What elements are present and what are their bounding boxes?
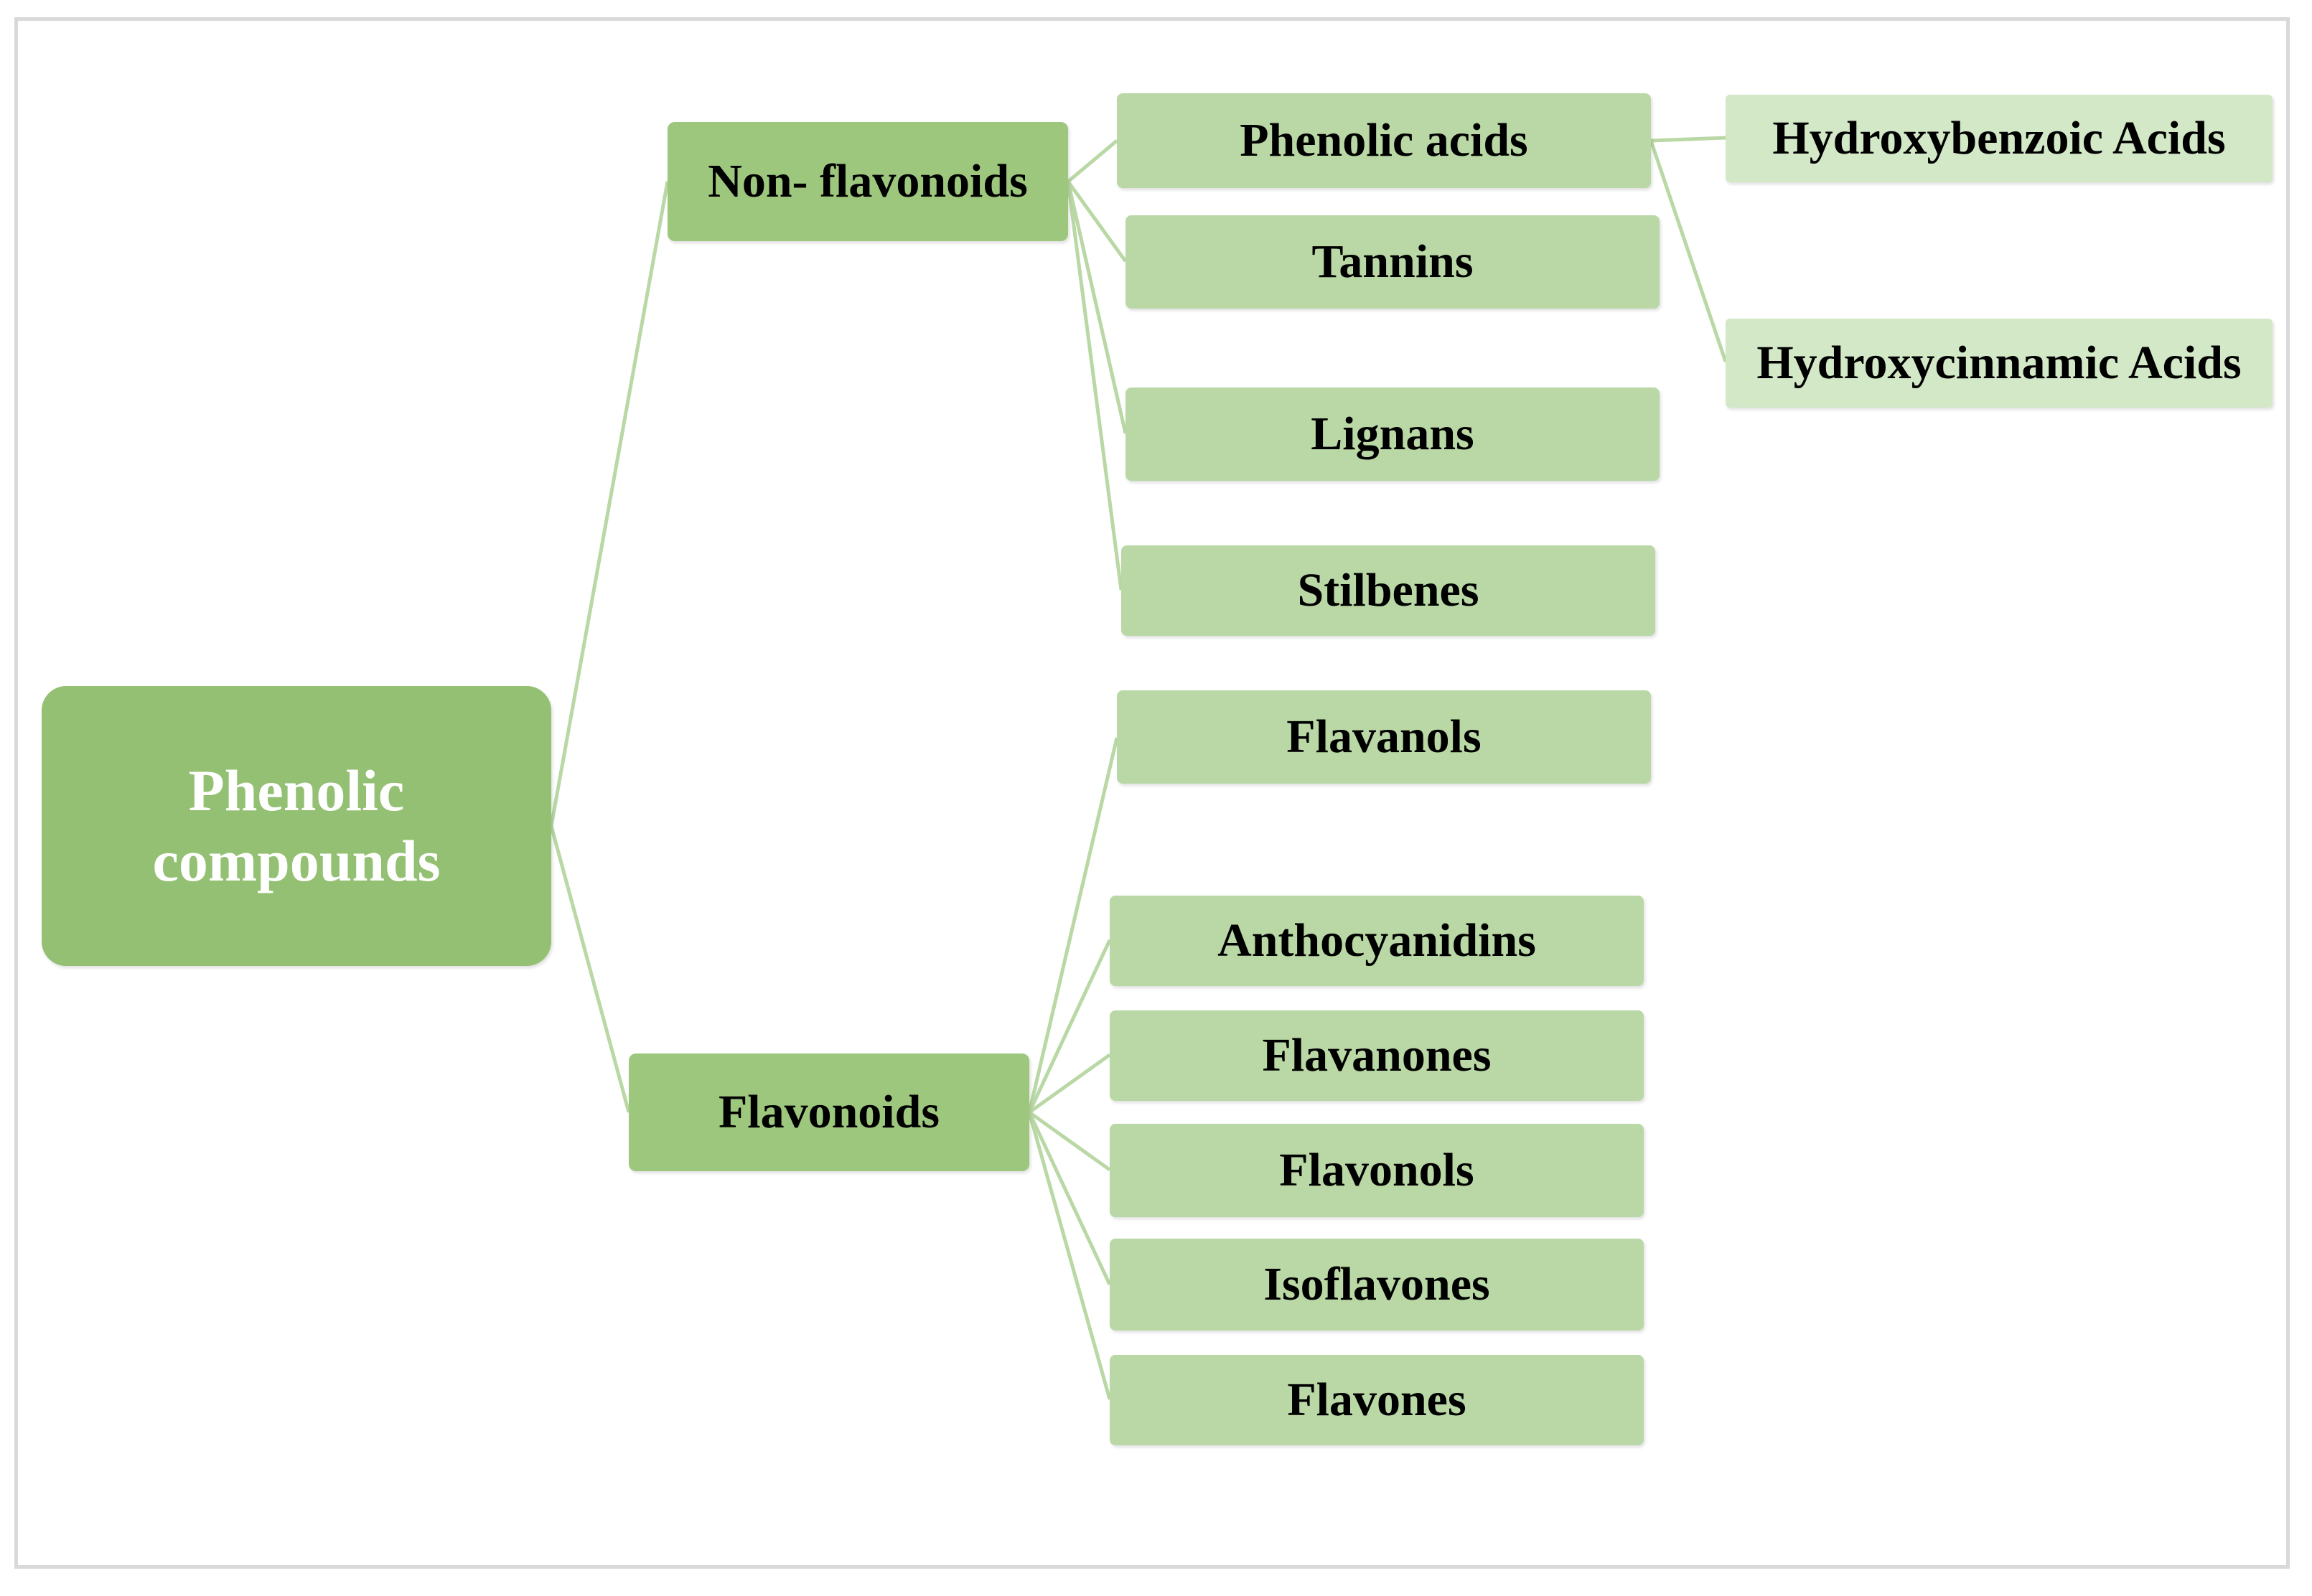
connector-root-nonflavonoids bbox=[549, 181, 670, 827]
anthocyanidins-label: Anthocyanidins bbox=[1217, 914, 1536, 967]
hydroxybenzoic-acids-label: Hydroxybenzoic Acids bbox=[1772, 112, 2226, 164]
stilbenes-label: Stilbenes bbox=[1297, 564, 1479, 616]
node-stilbenes: Stilbenes bbox=[1121, 545, 1655, 636]
connector-nonflavonoids-phenolic-acids bbox=[1067, 139, 1118, 183]
node-hydroxycinnamic-acids: Hydroxycinnamic Acids bbox=[1726, 319, 2273, 408]
connector-flavonoids-anthocyanidins bbox=[1027, 939, 1112, 1114]
node-flavanols: Flavanols bbox=[1117, 690, 1651, 784]
isoflavones-label: Isoflavones bbox=[1263, 1258, 1490, 1310]
flavanols-label: Flavanols bbox=[1286, 710, 1482, 763]
node-flavonols: Flavonols bbox=[1110, 1124, 1644, 1217]
node-phenolic-compounds: Phenolic compounds bbox=[42, 686, 551, 966]
connector-nonflavonoids-tannins bbox=[1066, 180, 1128, 263]
root-label-line2: compounds bbox=[152, 828, 441, 893]
connector-flavonoids-flavones bbox=[1027, 1112, 1112, 1400]
connector-root-flavonoids bbox=[549, 825, 631, 1113]
flavonoids-label: Flavonoids bbox=[718, 1086, 940, 1138]
node-flavones: Flavones bbox=[1110, 1355, 1644, 1445]
hydroxycinnamic-acids-label: Hydroxycinnamic Acids bbox=[1756, 337, 2242, 389]
connector-nonflavonoids-stilbenes bbox=[1066, 181, 1123, 591]
node-non-flavonoids: Non- flavonoids bbox=[668, 122, 1068, 241]
node-phenolic-acids: Phenolic acids bbox=[1117, 93, 1651, 188]
root-label-line1: Phenolic bbox=[188, 758, 405, 823]
connector-flavonoids-flavanones bbox=[1028, 1053, 1111, 1114]
node-tannins: Tannins bbox=[1125, 215, 1660, 309]
node-hydroxybenzoic-acids: Hydroxybenzoic Acids bbox=[1726, 95, 2273, 182]
node-lignans: Lignans bbox=[1125, 388, 1660, 481]
root-label: Phenolic compounds bbox=[152, 756, 440, 896]
connector-flavonoids-flavonols bbox=[1028, 1110, 1111, 1172]
connector-phenolic-acids-hydroxycinnamic bbox=[1649, 140, 1728, 362]
node-flavonoids: Flavonoids bbox=[629, 1053, 1029, 1171]
connector-phenolic-acids-hydroxybenzoic bbox=[1650, 136, 1726, 143]
node-isoflavones: Isoflavones bbox=[1110, 1239, 1644, 1330]
phenolic-acids-label: Phenolic acids bbox=[1240, 114, 1528, 166]
connector-nonflavonoids-lignans bbox=[1066, 181, 1128, 434]
non-flavonoids-label: Non- flavonoids bbox=[708, 155, 1028, 207]
node-anthocyanidins: Anthocyanidins bbox=[1110, 896, 1644, 986]
flavonols-label: Flavonols bbox=[1279, 1144, 1474, 1196]
tannins-label: Tannins bbox=[1311, 235, 1474, 288]
flavones-label: Flavones bbox=[1287, 1374, 1466, 1426]
lignans-label: Lignans bbox=[1311, 408, 1474, 460]
flavanones-label: Flavanones bbox=[1262, 1029, 1492, 1081]
node-flavanones: Flavanones bbox=[1110, 1010, 1644, 1101]
connector-flavonoids-isoflavones bbox=[1027, 1111, 1112, 1286]
connector-flavonoids-flavanols bbox=[1027, 737, 1119, 1113]
